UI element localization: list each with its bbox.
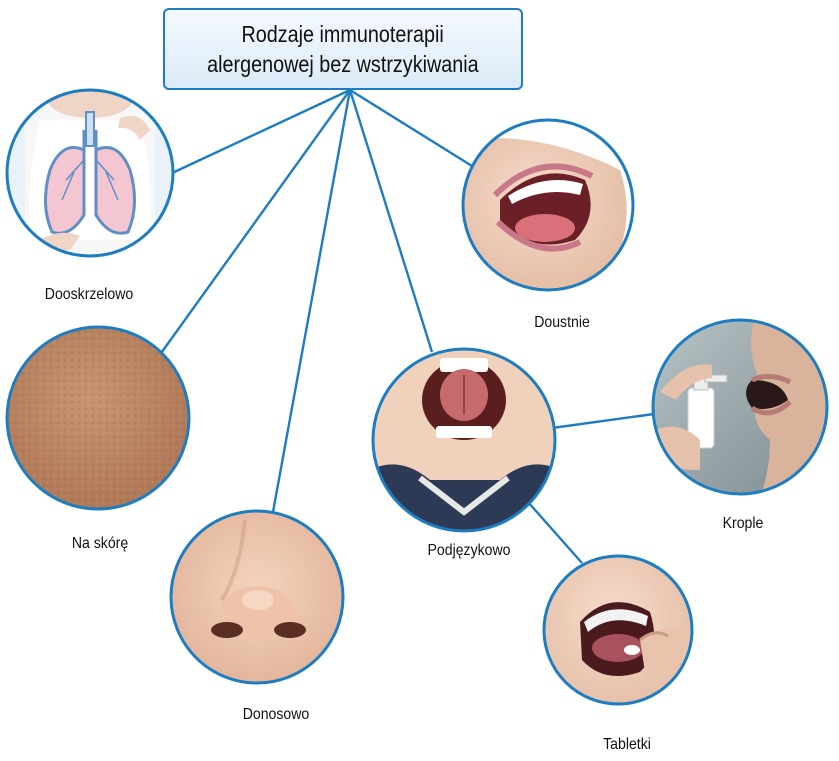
photo-spray xyxy=(650,318,830,498)
label-doustnie: Doustnie xyxy=(534,314,590,332)
photo-tablet xyxy=(540,552,700,712)
label-na-skore: Na skórę xyxy=(72,535,128,553)
photo-child xyxy=(370,345,560,540)
photo-skin xyxy=(0,320,200,520)
label-podjezykowo: Podjęzykowo xyxy=(428,542,511,560)
title-line-1: Rodzaje immunoterapii xyxy=(242,19,444,49)
label-krople: Krople xyxy=(723,515,764,533)
photo-lungs xyxy=(0,82,180,265)
label-tabletki: Tabletki xyxy=(603,736,651,754)
connector-donosowo xyxy=(273,90,350,512)
connector-dooskrzelowo xyxy=(170,90,350,174)
connector-podjezykowo xyxy=(350,90,432,352)
photo-mouth xyxy=(460,118,640,298)
photo-nose xyxy=(165,505,350,690)
label-dooskrzelowo: Dooskrzelowo xyxy=(45,286,133,304)
connector-na-skore xyxy=(159,90,350,356)
label-donosowo: Donosowo xyxy=(243,706,310,724)
diagram-title-box: Rodzaje immunoterapii alergenowej bez ws… xyxy=(163,8,523,90)
connector-tabletki xyxy=(528,502,582,563)
connector-doustnie xyxy=(350,90,472,166)
connector-krople xyxy=(552,414,654,428)
title-line-2: alergenowej bez wstrzykiwania xyxy=(207,49,479,79)
